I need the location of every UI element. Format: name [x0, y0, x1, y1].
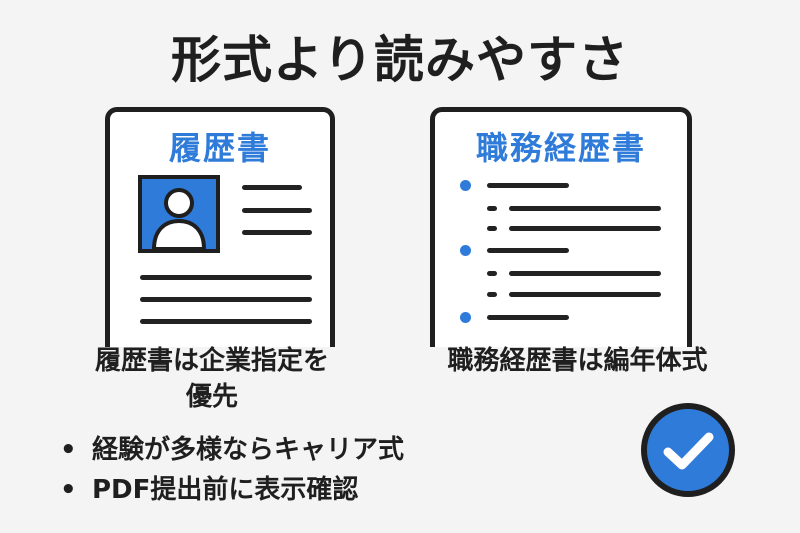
timeline-heading-line — [487, 315, 569, 320]
timeline-dot — [460, 312, 471, 323]
resume-caption-line: 履歴書は企業指定を — [94, 346, 329, 376]
timeline-dot — [460, 180, 471, 191]
list-item: • 経験が多様ならキャリア式 — [60, 430, 530, 470]
career-caption: 職務経歴書は編年体式 — [447, 346, 708, 376]
timeline-sub-marker — [487, 292, 497, 297]
resume-text-line — [140, 297, 312, 302]
bullet-mark: • — [60, 435, 77, 465]
timeline-detail-line — [509, 226, 661, 231]
timeline-sub-marker — [487, 206, 497, 211]
timeline-detail-line — [509, 206, 661, 211]
person-avatar-icon — [138, 175, 220, 253]
check-circle-icon — [638, 400, 738, 500]
timeline-detail-line — [509, 292, 661, 297]
timeline-sub-marker — [487, 271, 497, 276]
resume-text-line — [242, 230, 312, 235]
timeline-dot — [460, 245, 471, 256]
list-item-text: 経験が多様ならキャリア式 — [92, 435, 405, 465]
timeline-heading-line — [487, 248, 569, 253]
bullet-mark: • — [60, 475, 77, 505]
resume-text-line — [140, 319, 312, 324]
resume-text-line — [140, 275, 312, 280]
page-title: 形式より読みやすさ — [171, 31, 629, 89]
resume-caption: 履歴書は企業指定を 優先 — [52, 343, 372, 415]
resume-text-line — [242, 185, 302, 190]
career-document-card: 職務経歴書 — [430, 107, 692, 347]
tips-list: • 経験が多様ならキャリア式 • PDF提出前に表示確認 — [60, 430, 530, 510]
resume-caption-line: 優先 — [185, 382, 238, 412]
career-card-title: 職務経歴書 — [475, 129, 646, 167]
timeline-heading-line — [487, 183, 569, 188]
list-item-text: PDF提出前に表示確認 — [92, 475, 359, 505]
resume-card-title: 履歴書 — [168, 129, 271, 167]
timeline-detail-line — [509, 271, 661, 276]
timeline-sub-marker — [487, 226, 497, 231]
list-item: • PDF提出前に表示確認 — [60, 470, 530, 510]
resume-document-card: 履歴書 — [105, 107, 335, 347]
resume-text-line — [242, 208, 312, 213]
